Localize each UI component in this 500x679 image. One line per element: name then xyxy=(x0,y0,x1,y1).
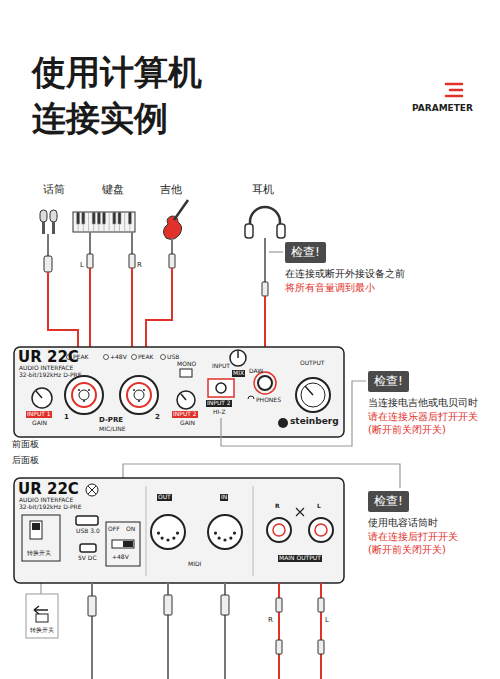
indicator-label: USB xyxy=(167,354,179,361)
check-heading: 检查! xyxy=(368,491,409,512)
check-heading: 检查! xyxy=(368,371,409,392)
indicator-label: PEAK xyxy=(73,354,88,361)
warning-text: 将所有音量调到最小 xyxy=(285,281,410,295)
device-label: 话筒 xyxy=(43,184,65,196)
channel-letter: R xyxy=(268,617,273,625)
brand-tag: PARAMETER xyxy=(412,104,473,114)
panel-text: 32-bit/192kHz D-PRE xyxy=(19,372,82,379)
switch-label: HI-Z xyxy=(213,409,226,416)
callout-text: 使用电容话筒时 xyxy=(368,516,468,530)
switch-label: MONO xyxy=(177,361,196,368)
warning-text: 请在连接后打开开关 (断开前关闭开关) xyxy=(368,530,468,557)
brand-logo: steinberg xyxy=(290,417,339,427)
knob-label: INPUT xyxy=(212,363,230,370)
channel-number: 2 xyxy=(155,414,160,422)
device-label: 键盘 xyxy=(102,184,124,196)
port-label: OUT xyxy=(157,494,172,501)
port-label: USB 3.0 xyxy=(76,528,100,535)
device-label: 吉他 xyxy=(160,184,182,196)
switch-label: OFF xyxy=(108,526,120,533)
indicator-label: PEAK xyxy=(138,354,153,361)
model-name: UR 22C xyxy=(18,349,79,366)
panel-text: D-PRE xyxy=(99,417,123,425)
jack-label: PHONES xyxy=(256,397,281,404)
switch-label: ON xyxy=(126,526,135,533)
port-label: R xyxy=(275,503,280,510)
knob-label: MIX xyxy=(232,370,245,377)
knob-label: INPUT 2 xyxy=(172,411,198,418)
device-label: 耳机 xyxy=(252,184,274,196)
panel-text: AUDIO INTERFACE xyxy=(19,497,73,504)
callout-text: 在连接或断开外接设备之前 xyxy=(285,267,410,281)
channel-letter: R xyxy=(137,262,142,270)
knob-label: DAW xyxy=(249,368,263,375)
check-callout: 检查! 使用电容话筒时请在连接后打开开关 (断开前关闭开关) xyxy=(368,490,468,557)
warning-text: 请在连接乐器后打开开关 (断开前关闭开关) xyxy=(368,410,493,437)
check-callout: 检查! 当连接电吉他或电贝司时请在连接乐器后打开开关 (断开前关闭开关) xyxy=(368,370,493,437)
page-title: 使用计算机 连接实例 xyxy=(32,50,212,142)
switch-label: +48V xyxy=(112,554,129,561)
knob-label: GAIN xyxy=(180,420,195,427)
port-label: IN xyxy=(220,494,228,501)
channel-letter: L xyxy=(325,617,329,625)
channel-number: 1 xyxy=(64,414,69,422)
panel-caption: 后面板 xyxy=(12,456,39,466)
panel-text: MIC/LINE xyxy=(99,426,126,433)
panel-text: AUDIO INTERFACE xyxy=(19,365,73,372)
callout-text: 当连接电吉他或电贝司时 xyxy=(368,396,493,410)
switch-label: INPUT 2 xyxy=(206,400,232,407)
knob-label: OUTPUT xyxy=(300,360,324,367)
knob-label: GAIN xyxy=(32,420,47,427)
port-label: MIDI xyxy=(188,561,201,568)
indicator-label: +48V xyxy=(110,354,127,361)
model-name: UR 22C xyxy=(18,481,79,498)
channel-letter: L xyxy=(80,262,84,270)
switch-label: 转换开关 xyxy=(30,627,54,634)
panel-caption: 前面板 xyxy=(12,440,39,450)
panel-text: 32-bit/192kHz D-PRE xyxy=(19,504,82,511)
switch-label: 转换开关 xyxy=(27,550,51,557)
port-label: MAIN OUTPUT xyxy=(278,555,322,562)
knob-label: INPUT 1 xyxy=(26,411,52,418)
check-callout: 检查! 在连接或断开外接设备之前将所有音量调到最小 xyxy=(285,241,410,294)
check-heading: 检查! xyxy=(285,242,326,263)
port-label: 5V DC xyxy=(78,555,97,562)
port-label: L xyxy=(317,503,321,510)
